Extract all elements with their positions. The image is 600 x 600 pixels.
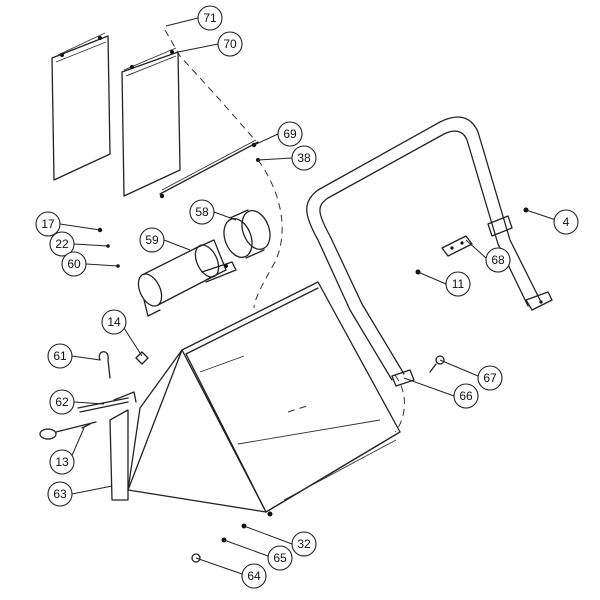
callout-66-label: 66 xyxy=(459,389,473,403)
callout-70: 70 xyxy=(217,31,243,57)
callout-70-label: 70 xyxy=(223,37,237,51)
callout-22: 22 xyxy=(49,231,75,257)
tube-collar xyxy=(223,209,271,259)
callout-11: 11 xyxy=(445,271,471,297)
callout-32-label: 32 xyxy=(297,537,311,551)
wheel-hardware xyxy=(191,523,247,563)
callout-66: 66 xyxy=(453,383,479,409)
assembly-line-flap xyxy=(164,29,256,141)
callout-64-label: 64 xyxy=(247,569,261,583)
callout-59-label: 59 xyxy=(145,233,159,247)
callout-65-label: 65 xyxy=(273,551,287,565)
hinge-rod xyxy=(159,139,260,199)
callout-32: 32 xyxy=(291,531,317,557)
callout-59: 59 xyxy=(139,227,165,253)
callout-60-label: 60 xyxy=(67,257,81,271)
callout-17-label: 17 xyxy=(41,217,55,231)
callout-63-label: 63 xyxy=(53,487,67,501)
callout-61-label: 61 xyxy=(53,349,67,363)
callout-4: 4 xyxy=(553,209,579,235)
callout-69: 69 xyxy=(277,121,303,147)
callout-13: 13 xyxy=(49,449,75,475)
bolt-67 xyxy=(429,355,445,373)
callout-64: 64 xyxy=(241,563,267,589)
assembly-line-handle xyxy=(394,374,405,433)
callout-67: 67 xyxy=(477,365,503,391)
callout-65: 65 xyxy=(267,545,293,571)
callout-62-label: 62 xyxy=(55,395,69,409)
handle-tube xyxy=(306,116,553,387)
leader-lines xyxy=(59,17,557,575)
tube-hardware xyxy=(97,227,120,268)
latch-hardware xyxy=(39,351,149,440)
callout-68-label: 68 xyxy=(491,253,505,267)
handle-bracket xyxy=(441,235,473,257)
callout-11-label: 11 xyxy=(452,277,465,291)
callout-63: 63 xyxy=(47,481,73,507)
callout-14-label: 14 xyxy=(107,315,121,329)
assembly-line-tube xyxy=(253,159,283,309)
callout-14: 14 xyxy=(101,309,127,335)
callout-68: 68 xyxy=(485,247,511,273)
callout-67-label: 67 xyxy=(483,371,497,385)
callout-71-label: 71 xyxy=(203,11,217,25)
callout-58: 58 xyxy=(189,199,215,225)
callout-17: 17 xyxy=(35,211,61,237)
callout-58-label: 58 xyxy=(195,205,209,219)
callout-22-label: 22 xyxy=(55,237,69,251)
rear-flap-right xyxy=(121,47,181,197)
callout-61: 61 xyxy=(47,343,73,369)
callout-38: 38 xyxy=(291,145,317,171)
callout-69-label: 69 xyxy=(283,127,297,141)
collector-frame xyxy=(109,281,401,517)
callout-38-label: 38 xyxy=(297,151,311,165)
callout-4-label: 4 xyxy=(563,215,570,229)
callout-62: 62 xyxy=(49,389,75,415)
callout-60: 60 xyxy=(61,251,87,277)
callout-71: 71 xyxy=(197,5,223,31)
rear-flap-left xyxy=(51,32,111,181)
discharge-tube xyxy=(137,239,237,317)
callout-13-label: 13 xyxy=(55,455,69,469)
